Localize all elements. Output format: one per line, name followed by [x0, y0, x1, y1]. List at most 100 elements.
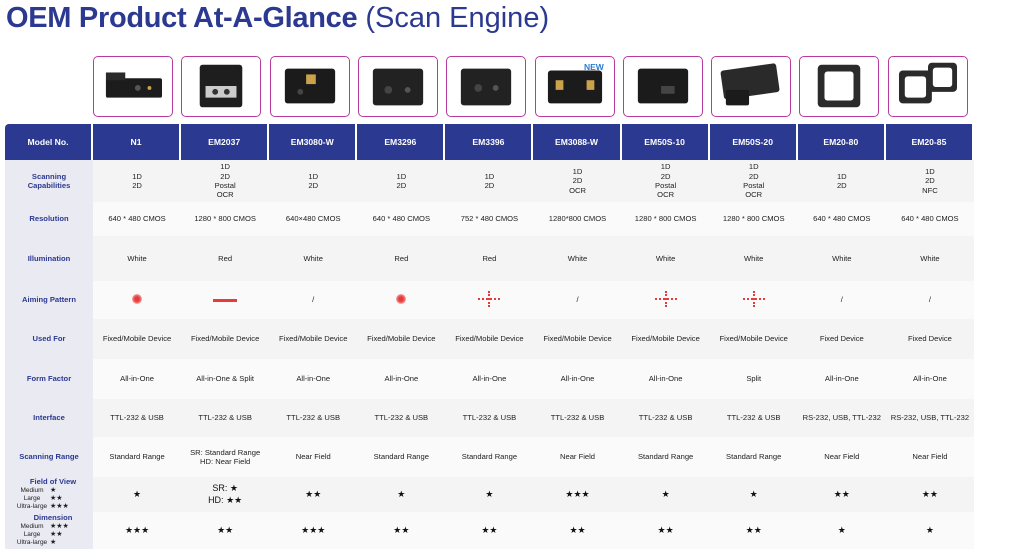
- cell-text: 640 * 480 CMOS: [372, 214, 431, 224]
- legend-item: Ultra-large★★★: [14, 503, 92, 511]
- cell-illumination: Red: [445, 236, 534, 281]
- cell-text: Red: [218, 253, 233, 263]
- cell-line: 1D: [660, 162, 671, 172]
- cell-text: Fixed/Mobile Device: [102, 334, 172, 344]
- cell-used-for: Fixed/Mobile Device: [357, 319, 446, 359]
- cell-form-factor: All-in-One: [269, 359, 358, 399]
- cell-line: 1D: [308, 171, 319, 181]
- cell-line: OCR: [569, 185, 586, 195]
- cell-form-factor: All-in-One: [357, 359, 446, 399]
- cell-resolution: 1280 * 800 CMOS: [621, 202, 710, 236]
- cell-aiming: [445, 281, 534, 319]
- page-title: OEM Product At-A-Glance (Scan Engine): [6, 2, 549, 38]
- cell-aiming: [181, 281, 270, 319]
- cell-used-for: Fixed Device: [797, 319, 886, 359]
- cell-resolution: 752 * 480 CMOS: [445, 202, 534, 236]
- cell-interface: RS-232, USB, TTL-232: [885, 399, 974, 437]
- cell-text: 640 * 480 CMOS: [813, 214, 871, 224]
- cell-field-of-view: ★: [93, 477, 182, 512]
- cell-used-for: Fixed/Mobile Device: [709, 319, 798, 359]
- cell-text: 640 * 480 CMOS: [901, 214, 959, 224]
- product-image-em20-85: [888, 56, 968, 117]
- cell-line: Standard Range: [373, 452, 429, 462]
- cell-form-factor: All-in-One: [885, 359, 974, 399]
- cell-resolution: 1280*800 CMOS: [533, 202, 622, 236]
- star-rating: ★: [661, 488, 670, 499]
- cell-line: 2D: [132, 181, 142, 190]
- legend-title: Dimension: [33, 513, 73, 523]
- star-rating: ★★★: [301, 524, 326, 535]
- cell-interface: TTL-232 & USB: [533, 399, 622, 437]
- cell-line: 2D: [836, 181, 847, 190]
- cell-line: Postal: [743, 181, 765, 190]
- cell-text: 1280*800 CMOS: [548, 214, 607, 224]
- model-header: EM50S-20: [709, 124, 798, 160]
- cell-line: 2D: [220, 171, 230, 181]
- product-image-em20-80: [799, 56, 879, 117]
- star-rating: ★★: [217, 524, 234, 535]
- cell-text: All-in-One: [384, 374, 419, 384]
- legend-item: Large★★: [14, 495, 92, 503]
- cell-used-for: Fixed/Mobile Device: [533, 319, 622, 359]
- star-rating: ★: [837, 524, 846, 535]
- row-resolution: Resolution 640 * 480 CMOS 1280 * 800 CMOS 6…: [5, 202, 974, 236]
- model-header: N1: [93, 124, 182, 160]
- cell-text: TTL-232 & USB: [550, 413, 605, 423]
- cell-line: 2D: [748, 171, 759, 181]
- cell-illumination: White: [269, 236, 358, 281]
- product-image-em3080-w: [270, 56, 350, 117]
- aim-none: /: [312, 295, 315, 305]
- cell-text: All-in-One: [472, 374, 507, 384]
- cell-text: Split: [746, 374, 762, 384]
- cell-text: All-in-One & Split: [196, 374, 255, 384]
- cell-text: 640×480 CMOS: [285, 214, 341, 224]
- cell-line: OCR: [657, 190, 675, 200]
- cell-text: 752 * 480 CMOS: [460, 214, 519, 224]
- cell-resolution: 640 * 480 CMOS: [357, 202, 446, 236]
- cell-text: Fixed/Mobile Device: [190, 334, 260, 344]
- cell-aiming: [93, 281, 182, 319]
- cell-field-of-view: ★★: [797, 477, 886, 512]
- cell-line: Near Field: [912, 452, 948, 462]
- cell-text: All-in-One: [560, 374, 595, 384]
- new-badge: NEW: [584, 62, 604, 72]
- product-image-em3296: [358, 56, 438, 117]
- row-label-resolution: Resolution: [5, 202, 93, 236]
- cell-used-for: Fixed/Mobile Device: [93, 319, 182, 359]
- model-header: EM50S-10: [621, 124, 710, 160]
- cell-text: All-in-One: [648, 374, 683, 384]
- cell-text: RS-232, USB, TTL-232: [890, 413, 970, 423]
- cell-illumination: White: [709, 236, 798, 281]
- cell-aiming: /: [269, 281, 358, 319]
- row-label-text: Scanning Range: [19, 452, 79, 462]
- cell-illumination: White: [93, 236, 182, 281]
- cell-text: Red: [482, 253, 497, 263]
- product-thumbnails: [93, 56, 977, 118]
- cell-interface: TTL-232 & USB: [445, 399, 534, 437]
- cell-dimension: ★: [797, 512, 886, 549]
- star-rating: ★★: [569, 524, 586, 535]
- legend-name: Medium: [20, 522, 44, 530]
- cell-range: Near Field: [533, 437, 622, 477]
- cell-line: 1D: [748, 162, 759, 172]
- cell-field-of-view: ★: [445, 477, 534, 512]
- cell-field-of-view: ★★: [269, 477, 358, 512]
- cell-line: HD: Near Field: [200, 457, 251, 466]
- cell-text: Fixed/Mobile Device: [719, 334, 788, 344]
- row-used-for: Used For Fixed/Mobile Device Fixed/Mobile …: [5, 319, 974, 359]
- row-label-used-for: Used For: [5, 319, 93, 359]
- star-rating: ★★: [833, 488, 850, 499]
- star-rating: ★★: [657, 524, 674, 535]
- aim-cross-icon: [478, 290, 501, 307]
- cell-interface: TTL-232 & USB: [181, 399, 270, 437]
